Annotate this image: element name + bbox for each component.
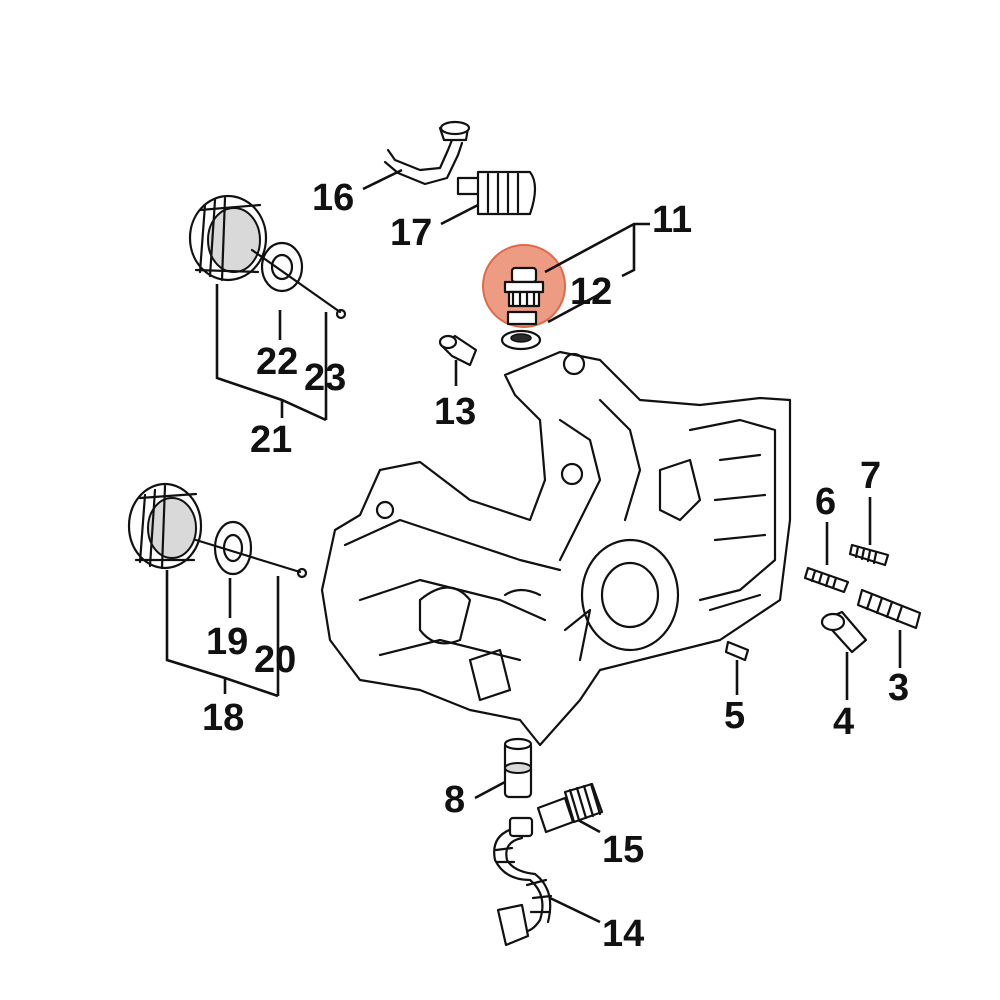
screw-part-4 <box>820 610 868 654</box>
leader-lines <box>165 168 902 924</box>
crankcase-housing <box>320 350 792 747</box>
fuel-hose-part <box>383 120 471 186</box>
seal-ring-part-11 <box>500 310 542 351</box>
plug-part-12 <box>503 266 545 308</box>
fitting-part-13 <box>438 334 478 367</box>
label-7: 7 <box>860 455 881 497</box>
label-22: 22 <box>256 341 298 383</box>
spring-part-15 <box>536 782 604 834</box>
label-6: 6 <box>815 481 836 523</box>
sleeve-part-8 <box>503 737 533 799</box>
wheel-assembly-18 <box>127 482 308 579</box>
label-4: 4 <box>833 701 854 743</box>
label-5: 5 <box>724 695 745 737</box>
label-20: 20 <box>254 639 296 681</box>
oil-line-part-14 <box>493 816 553 947</box>
label-23: 23 <box>304 357 346 399</box>
part-number-labels: 16 17 11 12 13 22 23 21 19 20 18 7 6 3 4… <box>202 177 909 955</box>
label-21: 21 <box>250 419 292 461</box>
wheel-assembly-21 <box>188 194 347 320</box>
pin-part-5 <box>724 640 750 662</box>
label-13: 13 <box>434 391 476 433</box>
label-3: 3 <box>888 667 909 709</box>
label-12: 12 <box>570 271 612 313</box>
stud-part-3 <box>856 588 922 630</box>
label-19: 19 <box>206 621 248 663</box>
label-11: 11 <box>652 199 692 241</box>
label-17: 17 <box>390 212 432 254</box>
label-16: 16 <box>312 177 354 219</box>
stud-part-7 <box>848 543 890 567</box>
label-18: 18 <box>202 697 244 739</box>
label-8: 8 <box>444 779 465 821</box>
label-14: 14 <box>602 913 644 955</box>
fuel-filter-part <box>456 170 537 216</box>
label-15: 15 <box>602 829 644 871</box>
stud-part-6 <box>803 566 850 594</box>
